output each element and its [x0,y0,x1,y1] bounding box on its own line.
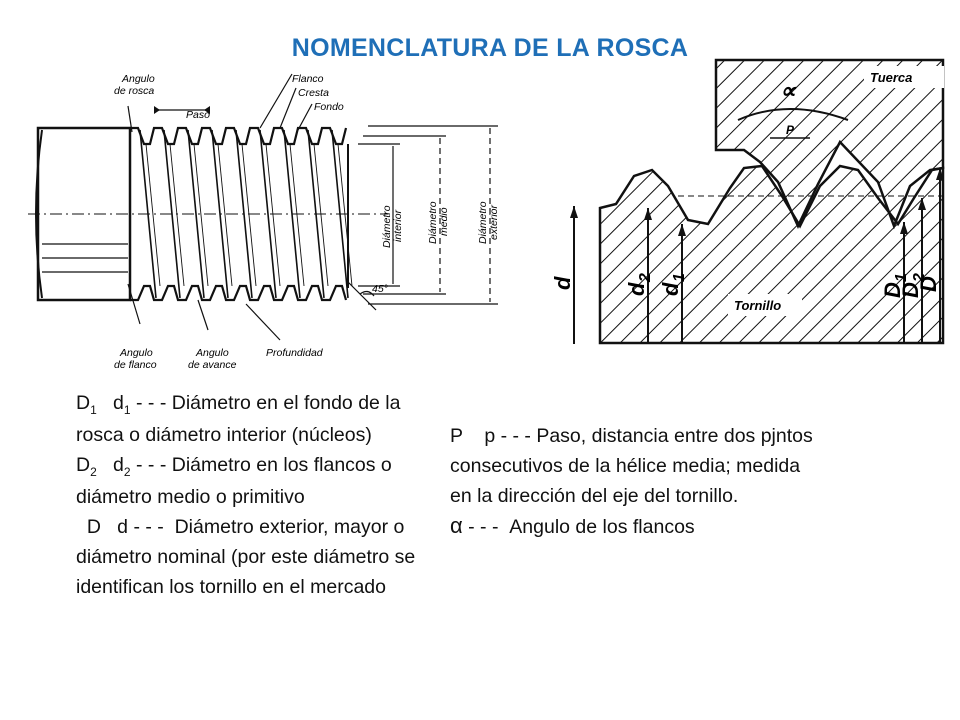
diametro-exterior-label-1: Diámetro [477,201,489,244]
definition-exterior-diameter: D d - - - Diámetro exterior, mayor o diá… [76,512,436,602]
thread-root-line [169,143,185,287]
angulo-avance-label-1: Angulo [195,347,229,359]
angle-45-label: 45° [372,283,388,295]
d2-dim-subscript: 2 [637,273,654,283]
subscript-2b: 2 [123,465,131,479]
thread-root-line [145,143,161,287]
diameter-definitions: D1 d1 - - - Diámetro en el fondo de la r… [76,388,436,602]
definition-medium-text: - - - Diámetro en los flancos o diámetro… [76,454,392,508]
p-pitch-label: P [786,123,795,137]
definition-interior-text: - - - Diámetro en el fondo de la rosca o… [76,392,401,446]
angulo-rosca-label-2: de rosca [114,85,154,97]
paso-label: Paso [186,109,210,121]
definition-medium-diameter: D2 d2 - - - Diámetro en los flancos o di… [76,450,436,512]
angulo-flanco-label-1: Angulo [119,347,153,359]
subscript-2: 2 [90,465,97,479]
symbol-d1: d [113,392,124,414]
thread-profile-diagram: Tuerca ∝ P Tornillo d d 2 d 1 D 1 D 2 D [550,58,948,345]
thread-crest-line [259,129,277,299]
thread-root-line [289,143,305,287]
definition-interior-diameter: D1 d1 - - - Diámetro en el fondo de la r… [76,388,436,450]
D2-dim-label: D [898,282,923,298]
screw-thread-diagram: Angulo de rosca Paso Flanco Cresta Fondo… [28,73,500,371]
definition-angle: α - - - Angulo de los flancos [450,511,820,542]
alpha-angle-label: ∝ [780,78,797,103]
D1-dim-label: D [880,282,905,298]
definition-pitch: P p - - - Paso, distancia entre dos pjnt… [450,421,820,511]
cresta-label: Cresta [298,87,329,99]
d1-dim-label: d [658,282,683,296]
subscript-1b: 1 [123,403,131,417]
tornillo-label: Tornillo [734,298,781,313]
d1-dim-subscript: 1 [671,273,688,282]
pitch-angle-definitions: P p - - - Paso, distancia entre dos pjnt… [450,421,820,542]
angulo-rosca-label-1: Angulo [121,73,155,85]
D2-dim-subscript: 2 [911,273,928,283]
D-dim-label: D [916,276,941,292]
thread-root-line [241,143,257,287]
thread-root-line [337,143,353,287]
definition-exterior-text: D d - - - Diámetro exterior, mayor o diá… [76,516,421,598]
angulo-flanco-label-2: de flanco [114,359,157,371]
angulo-avance-label-2: de avance [188,359,237,371]
page-title: NOMENCLATURA DE LA ROSCA [291,34,689,62]
symbol-d2: d [113,454,124,476]
thread-root-line [193,143,209,287]
thread-profile-bottom [130,284,348,302]
diametro-interior-label-1: Diámetro [381,205,393,248]
definition-pitch-text: P p - - - Paso, distancia entre dos pjnt… [450,425,819,507]
thread-profile-top [130,126,348,146]
profundidad-label: Profundidad [266,347,324,359]
tuerca-label: Tuerca [870,70,912,85]
thread-root-line [265,143,281,287]
thread-crest-line [187,129,205,299]
subscript-1: 1 [90,403,97,417]
symbol-D2: D [76,454,91,476]
fondo-label: Fondo [314,101,344,113]
thread-root-line [313,143,329,287]
alpha-symbol: α [450,513,463,538]
symbol-D1: D [76,392,91,414]
flanco-label: Flanco [292,73,324,85]
diametro-medio-label-2: medio [438,207,450,236]
D1-dim-subscript: 1 [893,273,910,282]
thread-root-line [217,143,233,287]
d2-dim-label: d [624,282,649,296]
diametro-exterior-label-2: exterior [488,204,500,240]
definition-angle-text: - - - Angulo de los flancos [462,516,695,538]
d-dim-label: d [550,276,575,290]
diametro-medio-label-1: Diámetro [427,201,439,244]
diametro-interior-label-2: interior [392,209,404,242]
